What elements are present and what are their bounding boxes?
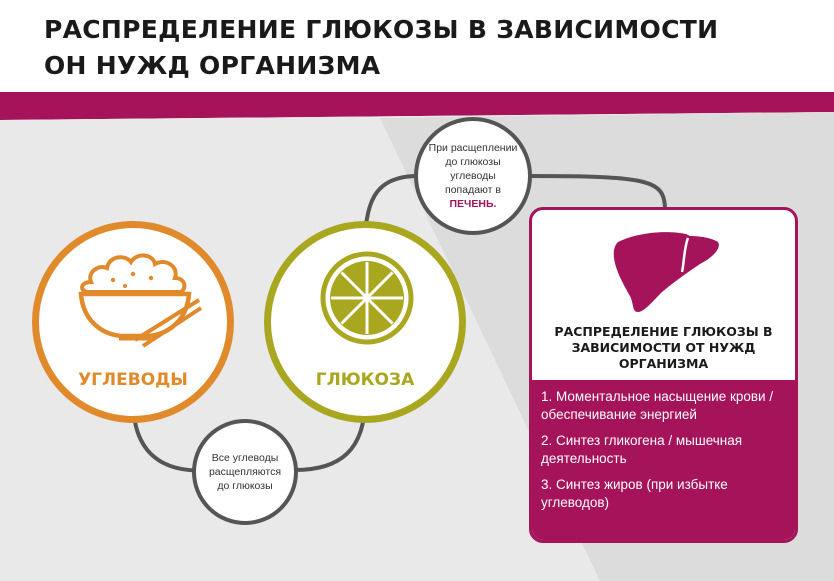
- card-item-2: 2. Синтез гликогена / мышечная деятельно…: [541, 433, 743, 466]
- magenta-stripe: [0, 92, 834, 120]
- card-item-1: 1. Моментальное насыщение крови / обеспе…: [541, 389, 774, 422]
- card-title: РАСПРЕДЕЛЕНИЕ ГЛЮКОЗЫ В ЗАВИСИМОСТИ ОТ Н…: [554, 324, 773, 371]
- liver-note-text: При расщеплении до глюкозы углеводы попа…: [418, 141, 528, 211]
- breakdown-note-text: Все углеводы расщепляются до глюкозы: [208, 452, 282, 492]
- liver-icon: [613, 232, 719, 312]
- lemon-slice-icon: [320, 251, 414, 345]
- rice-bowl-chopsticks-icon: [78, 253, 203, 348]
- carbs-node: УГЛЕВОДЫ: [32, 221, 234, 423]
- liver-note-body: При расщеплении до глюкозы углеводы попа…: [428, 142, 518, 196]
- carbs-label: УГЛЕВОДЫ: [78, 370, 188, 390]
- glucose-label: ГЛЮКОЗА: [315, 370, 415, 390]
- distribution-card: РАСПРЕДЕЛЕНИЕ ГЛЮКОЗЫ В ЗАВИСИМОСТИ ОТ Н…: [529, 207, 798, 543]
- page-title: РАСПРЕДЕЛЕНИЕ ГЛЮКОЗЫ В ЗАВИСИМОСТИ ОН Н…: [44, 12, 764, 84]
- connector-note-card: [529, 174, 667, 211]
- card-item-3: 3. Синтез жиров (при избытке углеводов): [541, 477, 728, 510]
- title-line-1: РАСПРЕДЕЛЕНИЕ ГЛЮКОЗЫ В ЗАВИСИМОСТИ: [44, 15, 719, 44]
- liver-note-highlight: ПЕЧЕНЬ.: [449, 198, 497, 210]
- glucose-node: ГЛЮКОЗА: [264, 221, 466, 423]
- card-list: 1. Моментальное насыщение крови / обеспе…: [532, 380, 795, 540]
- title-line-2: ОН НУЖД ОРГАНИЗМА: [44, 51, 381, 80]
- liver-note-circle: При расщеплении до глюкозы углеводы попа…: [414, 117, 532, 235]
- breakdown-note-circle: Все углеводы расщепляются до глюкозы: [192, 419, 298, 525]
